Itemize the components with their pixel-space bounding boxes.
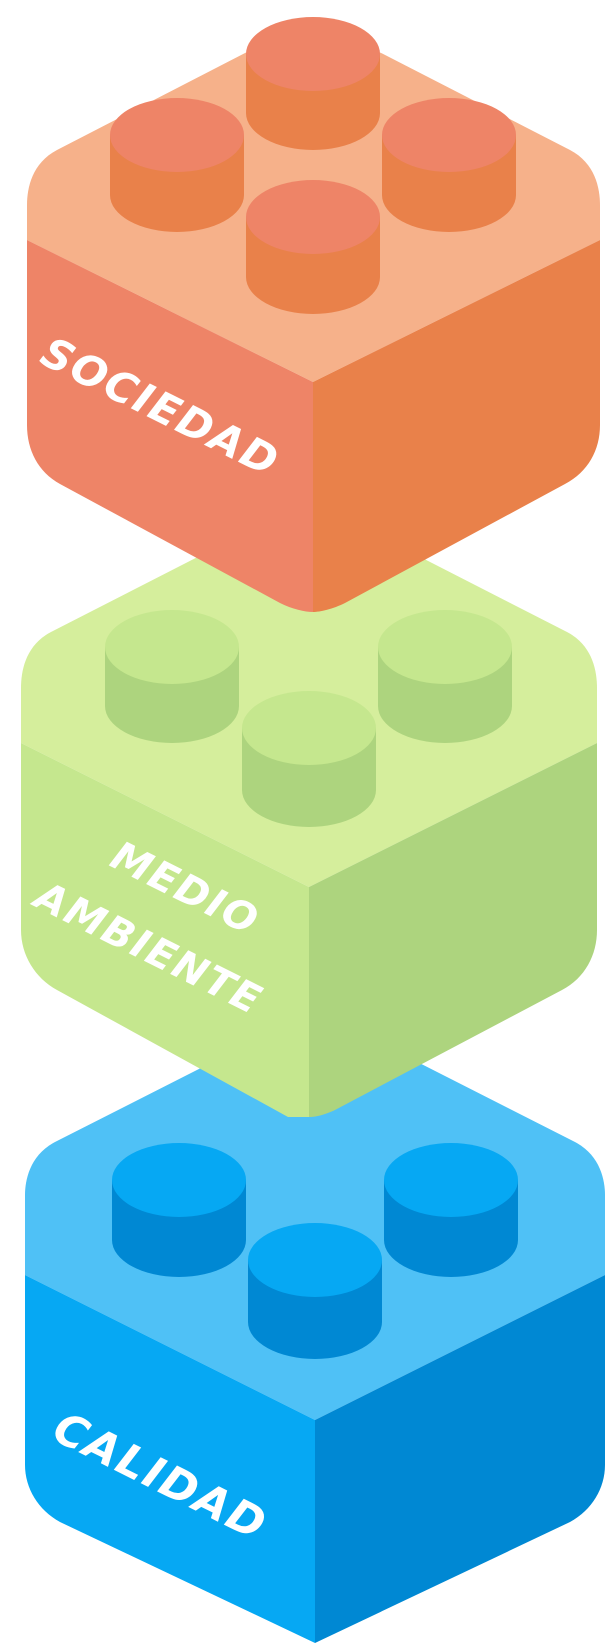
block-left-face [25, 1275, 315, 1643]
stud-front [246, 180, 380, 314]
stud-left [112, 1143, 246, 1277]
block-right-face [309, 743, 597, 1117]
block-right-face [313, 240, 600, 612]
stud-right [384, 1143, 518, 1277]
block-top-face [25, 1010, 605, 1420]
stud-right [382, 98, 516, 232]
block-sociedad: SOCIEDAD [27, 17, 600, 612]
block-right-face [315, 1275, 605, 1643]
stud-right [378, 610, 512, 743]
block-left-face [21, 743, 309, 1117]
stud-front [242, 691, 376, 827]
stud-left [110, 98, 244, 232]
stud-left [105, 610, 239, 743]
block-calidad: CALIDAD [25, 1010, 605, 1643]
stud-front [248, 1223, 382, 1359]
stud-back [246, 17, 380, 150]
block-left-face [27, 240, 313, 612]
